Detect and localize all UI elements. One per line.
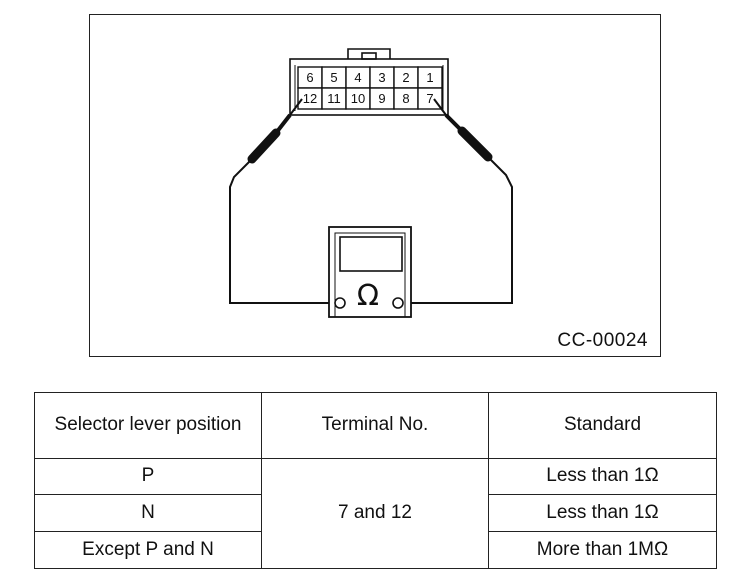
terminal-label: 5 — [330, 70, 337, 85]
connector-lock-tab — [347, 48, 391, 59]
table-row: N Less than 1Ω — [34, 494, 717, 532]
header-selector-lever-position: Selector lever position — [34, 392, 262, 459]
wiring-diagram: 6 5 4 3 2 1 12 11 10 9 8 7 Ω CC-00024 — [89, 14, 661, 357]
terminal-label: 12 — [303, 91, 317, 106]
connector-terminals: 6 5 4 3 2 1 12 11 10 9 8 7 — [297, 66, 443, 110]
left-probe-lead — [229, 158, 337, 304]
left-probe — [229, 98, 337, 304]
terminal-label: 4 — [354, 70, 361, 85]
meter-inner-frame — [334, 232, 406, 318]
row-standard: Less than 1Ω — [488, 494, 717, 532]
terminal-label: 7 — [426, 91, 433, 106]
right-probe — [402, 98, 513, 304]
header-terminal-no: Terminal No. — [261, 392, 489, 459]
ohm-symbol: Ω — [357, 278, 379, 312]
ohmmeter: Ω — [328, 226, 412, 318]
table-row: Except P and N More than 1MΩ — [34, 531, 717, 569]
row-standard: More than 1MΩ — [488, 531, 717, 569]
terminal-label: 8 — [402, 91, 409, 106]
right-probe-handle — [457, 126, 493, 162]
diagram-drawing: 6 5 4 3 2 1 12 11 10 9 8 7 Ω — [229, 48, 513, 318]
row-standard: Less than 1Ω — [488, 458, 717, 495]
terminal-label: 1 — [426, 70, 433, 85]
terminal-label: 10 — [351, 91, 365, 106]
left-probe-handle — [247, 128, 281, 164]
header-standard: Standard — [488, 392, 717, 459]
terminal-cell — [417, 87, 443, 110]
connector-lock-slot — [361, 52, 377, 60]
right-probe-lead — [402, 156, 513, 304]
connector — [289, 48, 449, 116]
terminal-label: 11 — [327, 91, 341, 106]
meter-display — [339, 236, 403, 272]
table-row: P 7 and 12 Less than 1Ω — [34, 458, 717, 569]
figure-code: CC-00024 — [557, 330, 648, 351]
terminal-label: 9 — [378, 91, 385, 106]
terminal-label: 6 — [306, 70, 313, 85]
meter-terminal-right — [392, 297, 404, 309]
spec-table: Selector lever position Terminal No. Sta… — [34, 392, 717, 569]
terminal-label: 2 — [402, 70, 409, 85]
terminal-label: 3 — [378, 70, 385, 85]
meter-terminal-left — [334, 297, 346, 309]
header-row: Selector lever position Terminal No. Sta… — [34, 392, 717, 459]
row-position: P — [34, 458, 262, 495]
row-position: Except P and N — [34, 531, 262, 569]
row-position: N — [34, 494, 262, 532]
terminal-value: 7 and 12 — [261, 458, 489, 569]
